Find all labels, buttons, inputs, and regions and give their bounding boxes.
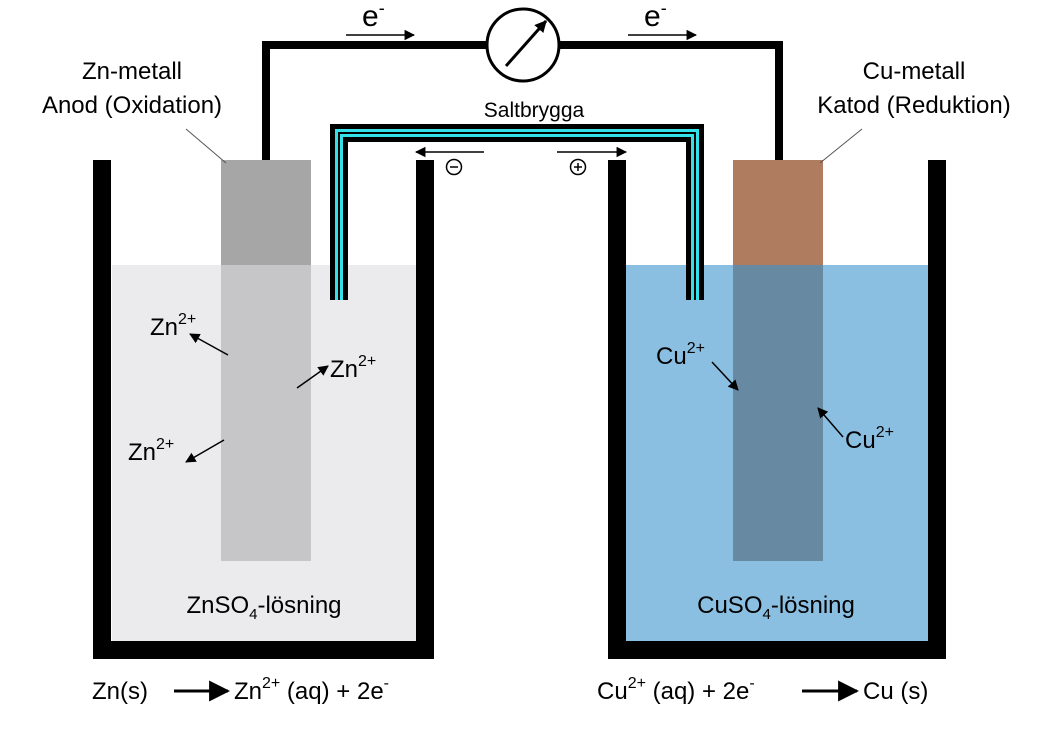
zn-ion-arrow-1 xyxy=(189,333,229,356)
anode-role-label: Anod (Oxidation) xyxy=(42,92,222,119)
salt-bridge-label: Saltbrygga xyxy=(484,99,585,122)
plus-circle-icon xyxy=(569,158,587,176)
electron-label-left: e- xyxy=(362,0,385,33)
cu-solution-label: CuSO4-lösning xyxy=(697,592,855,623)
right-beaker xyxy=(608,160,946,659)
cathode-reaction-right: Cu (s) xyxy=(863,678,928,705)
zn-electrode-submerged xyxy=(221,265,311,561)
cathode-leader-line xyxy=(819,128,863,164)
minus-circle-icon xyxy=(445,158,463,176)
zn-solution-label: ZnSO4-lösning xyxy=(186,592,341,623)
cu-electrode-submerged xyxy=(733,265,823,561)
zn-ion-label-2: Zn2+ xyxy=(330,353,376,383)
zn-electrode-top xyxy=(221,160,311,265)
zn-ion-arrow-2 xyxy=(296,365,329,389)
zn-ion-label-3: Zn2+ xyxy=(128,436,174,466)
cathode-reaction-left: Cu2+ (aq) + 2e- xyxy=(597,675,755,705)
cathode-role-label: Katod (Reduktion) xyxy=(817,92,1010,119)
cu-ion-label-2: Cu2+ xyxy=(845,424,894,454)
anode-metal-label: Zn-metall xyxy=(82,58,182,85)
electron-label-right: e- xyxy=(644,0,667,33)
zn-ion-arrow-3 xyxy=(185,439,225,463)
anode-reaction-right: Zn2+ (aq) + 2e- xyxy=(234,675,389,705)
anode-reaction-left: Zn(s) xyxy=(92,678,148,705)
cu-ion-arrow-1 xyxy=(711,361,739,391)
zn-ion-label-1: Zn2+ xyxy=(150,311,196,341)
voltmeter xyxy=(485,7,561,83)
external-wire xyxy=(262,41,783,160)
anode-leader-line xyxy=(185,128,227,164)
cu-ion-label-1: Cu2+ xyxy=(656,340,705,370)
cu-electrode-top xyxy=(733,160,823,265)
cathode-metal-label: Cu-metall xyxy=(863,58,966,85)
left-beaker xyxy=(93,160,434,659)
cu-ion-arrow-2 xyxy=(817,407,844,438)
